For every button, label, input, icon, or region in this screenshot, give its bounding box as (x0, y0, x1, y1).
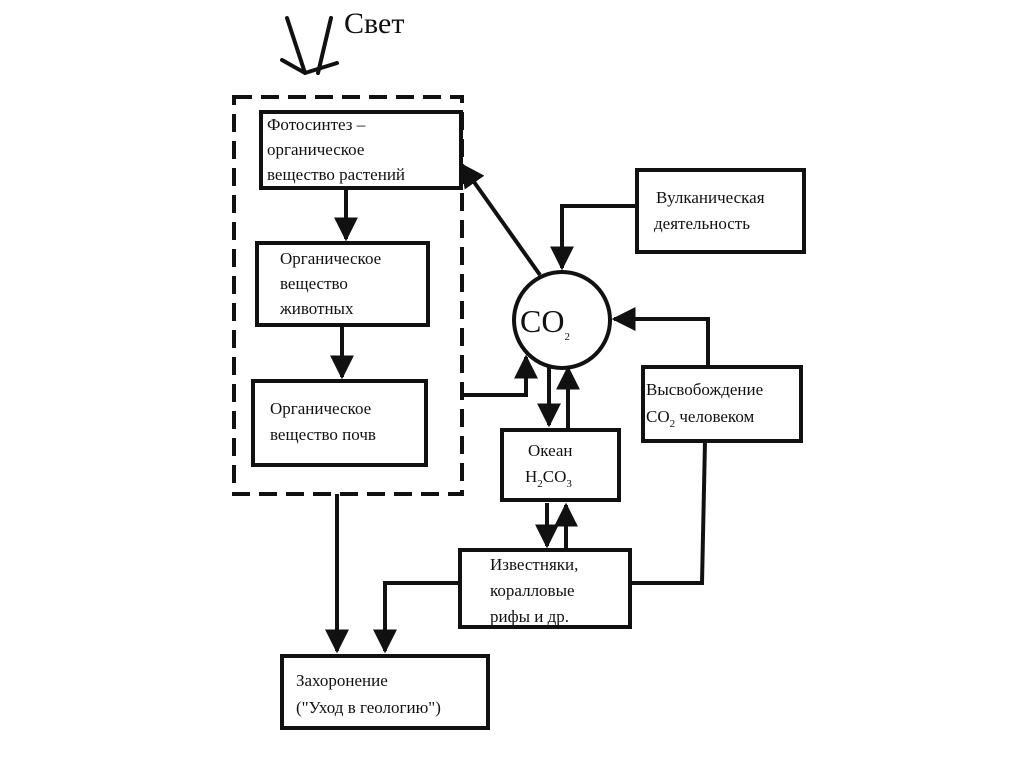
human-line-1: Высвобождение (646, 380, 763, 399)
animals-line-2: вещество (280, 274, 348, 293)
volcanic-line-1: Вулканическая (656, 188, 765, 207)
limestone-line-1: Известняки, (490, 555, 578, 574)
photosynthesis-line-1: Фотосинтез – (267, 115, 366, 134)
volcanic-line-2: деятельность (654, 214, 750, 233)
soil-box: Органическое вещество почв (251, 379, 428, 467)
ocean-formula: H2CO3 (525, 467, 572, 490)
burial-box: Захоронение ("Уход в геологию") (280, 654, 490, 730)
limestone-line-2: коралловые (490, 581, 575, 600)
co2-label: CO2 (520, 303, 570, 343)
ecosystem-border (232, 95, 464, 496)
soil-line-2: вещество почв (270, 425, 376, 444)
arrow-limestone-to-burial (373, 581, 460, 654)
soil-line-1: Органическое (270, 399, 371, 418)
photosynthesis-line-2: органическое (267, 140, 364, 159)
line-human-to-limestone (630, 440, 707, 585)
ocean-box: Океан H2CO3 (500, 428, 621, 502)
animals-line-1: Органическое (280, 249, 381, 268)
limestone-box: Известняки, коралловые рифы и др. (458, 548, 632, 629)
light-label: Свет (344, 7, 404, 40)
animals-box: Органическое вещество животных (255, 241, 430, 327)
co2-node: CO2 (512, 270, 612, 370)
photosynthesis-line-3: вещество растений (267, 165, 405, 184)
burial-line-1: Захоронение (296, 671, 388, 690)
photosynthesis-box: Фотосинтез – органическое вещество расте… (259, 110, 463, 190)
limestone-line-3: рифы и др. (490, 607, 569, 626)
animals-line-3: животных (279, 299, 354, 318)
light-arrow-icon (280, 16, 339, 76)
human-line-2: CO2 человеком (646, 407, 754, 430)
human-release-box: Высвобождение CO2 человеком (641, 365, 803, 443)
volcanic-box: Вулканическая деятельность (635, 168, 806, 254)
arrow-co2-to-photosynthesis (460, 163, 542, 277)
burial-line-2: ("Уход в геологию") (296, 698, 441, 717)
arrow-human-to-co2 (611, 307, 710, 367)
arrow-soil-to-co2 (462, 354, 538, 397)
ocean-line-1: Океан (528, 441, 573, 460)
arrow-volcanic-to-co2 (550, 204, 637, 271)
